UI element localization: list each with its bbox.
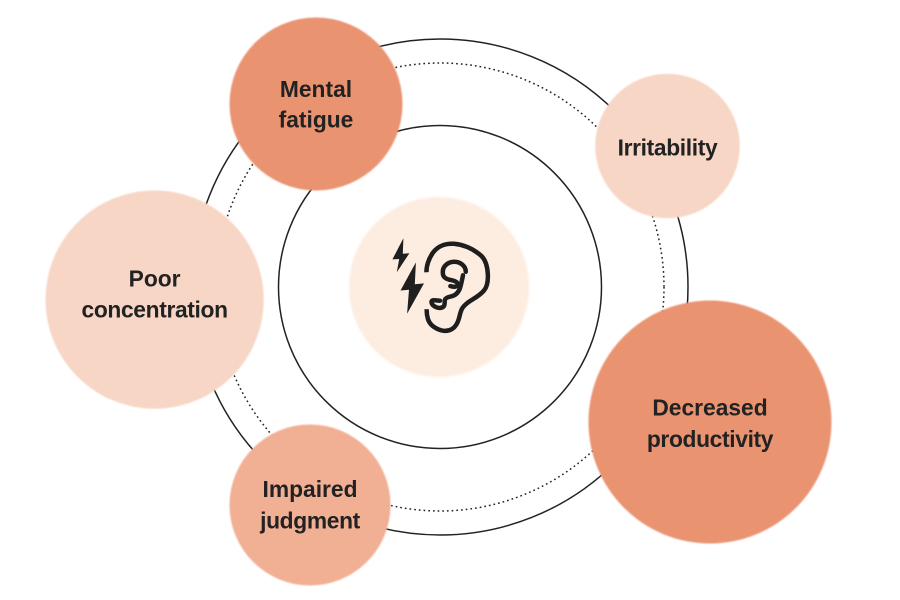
- svg-text:Irritability: Irritability: [618, 134, 718, 160]
- svg-text:Impaired: Impaired: [262, 476, 357, 502]
- svg-text:fatigue: fatigue: [279, 107, 354, 133]
- svg-text:Mental: Mental: [280, 76, 352, 102]
- svg-text:concentration: concentration: [82, 297, 228, 323]
- svg-text:Poor: Poor: [129, 265, 181, 291]
- svg-text:productivity: productivity: [647, 426, 774, 452]
- svg-text:Decreased: Decreased: [652, 395, 767, 421]
- svg-text:judgment: judgment: [259, 507, 361, 533]
